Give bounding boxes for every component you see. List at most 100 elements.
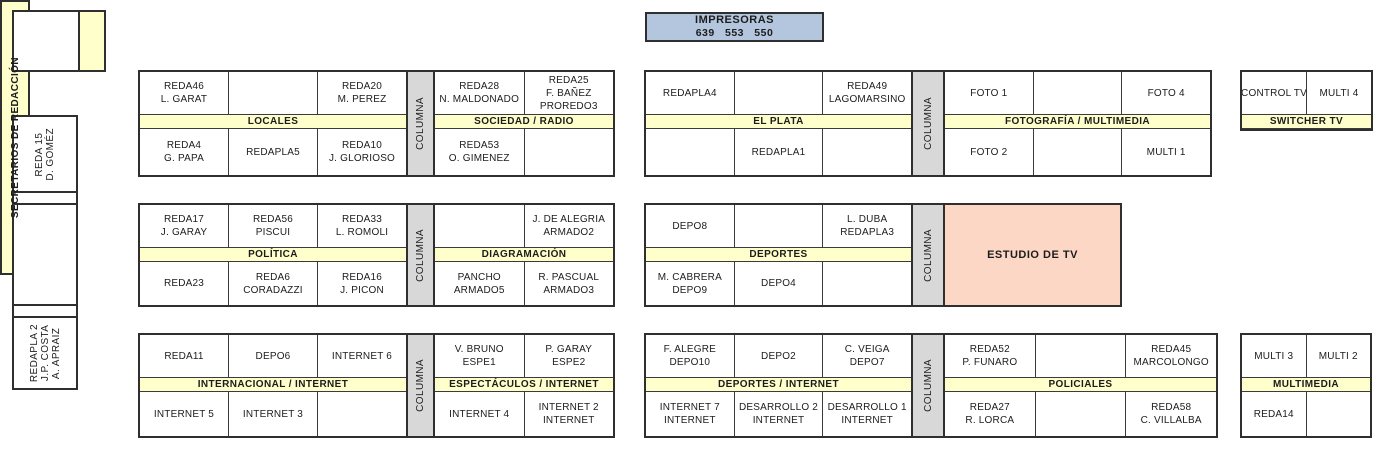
desk-cell: FOTO 2 (945, 129, 1033, 175)
desk-label-line: J. GARAY (160, 227, 208, 238)
desk-cell (228, 72, 317, 114)
desk-label-line: F. ALEGRE (663, 344, 717, 355)
desk-cell: MULTI 2 (1305, 335, 1371, 377)
desk-label-line: ARMADO3 (543, 284, 595, 296)
columna-pillar: COLUMNA (406, 70, 435, 177)
desk-label-line: DEPO8 (672, 220, 708, 232)
columna-pillar: COLUMNA (911, 203, 945, 307)
desk-label-line: REDA33 (341, 214, 383, 225)
desk-label-line: F. BAÑEZ (546, 87, 592, 99)
desk-row-bottom: REDAPLA1 (646, 129, 911, 175)
columna-pillar: COLUMNA (911, 333, 945, 438)
desk-cell (733, 205, 823, 247)
columna-label: COLUMNA (415, 97, 426, 150)
desk-label-line: REDA58 (1151, 402, 1192, 413)
columna-label: COLUMNA (415, 359, 426, 412)
desk-cell: REDA14 (1242, 392, 1306, 436)
desk-label-line: REDAPLA5 (246, 146, 300, 158)
desk-cell: REDA33 L. ROMOLI (317, 205, 406, 247)
desk-label-line: INTERNET (542, 415, 595, 426)
desk-label-line: REDA45 (1151, 344, 1192, 355)
desk-label-line: MARCOLONGO (1133, 357, 1209, 368)
desk-label-line: REDA49 (847, 81, 888, 92)
desk-cell (646, 129, 734, 175)
section-header-multimedia: MULTIMEDIA (1242, 377, 1370, 392)
desk-label-line: CONTROL TV (1242, 87, 1306, 99)
desk-label-line: FOTO 4 (1147, 87, 1185, 99)
empty-desk-slot (14, 304, 76, 316)
desk-label-line: DEPO2 (761, 350, 796, 362)
desk-label-line: REDA16 (341, 271, 383, 283)
desk-cell (822, 129, 911, 175)
desk-label-line: INTERNET 6 (331, 350, 393, 362)
desk-cell: INTERNET 4 (435, 392, 524, 436)
desk-label-line: REDA46 (163, 81, 205, 92)
desk-cell (1032, 72, 1122, 114)
desk-cell: DEPO6 (228, 335, 317, 377)
columna-label: COLUMNA (922, 97, 934, 150)
desk-label-line: REDA6 (255, 271, 291, 283)
desk-label-line: LAGOMARSINO (828, 94, 906, 105)
desk-cell: CONTROL TV (1242, 72, 1306, 114)
desk-label-line: L. ROMOLI (335, 227, 389, 238)
section-header-switcher_tv: SWITCHER TV (1242, 114, 1371, 129)
desk-label-line: PISCUI (255, 227, 291, 238)
desk-cell: REDA17 J. GARAY (140, 205, 228, 247)
desk-label-line: ESPE1 (462, 357, 496, 368)
desk-cell: REDA11 (140, 335, 228, 377)
desk-cell: DEPO2 (733, 335, 823, 377)
desk-reda15: REDA 15 D. GOMÉZ (14, 117, 76, 191)
desk-label-line: L. DUBA (847, 214, 888, 225)
corner-table-yellow-section (78, 12, 104, 70)
desk-label-line: INTERNET (664, 415, 716, 426)
desk-label-line: REDA28 (459, 81, 500, 92)
desk-label-line: O. GIMENEZ (448, 153, 510, 164)
desk-cell: REDAPLA1 (733, 129, 823, 175)
desk-label-line: REDA 15 (34, 132, 45, 176)
desk-label-line: DEPO9 (672, 284, 708, 296)
desk-label-line: A. APRAIZ (50, 327, 62, 379)
desk-label-line: D. GOMÉZ (45, 127, 56, 181)
desk-cell (822, 262, 911, 305)
desk-label-line: R. LORCA (965, 415, 1015, 426)
desk-label-line: REDA14 (1253, 408, 1294, 420)
desk-label-line: M. PEREZ (337, 94, 387, 105)
desk-cell (1034, 335, 1126, 377)
desk-label-line: G. PAPA (164, 153, 204, 164)
desk-label-line: REDA17 (163, 214, 205, 225)
section-header-sociedad_radio: SOCIEDAD / RADIO (435, 114, 613, 129)
desk-label-line: FOTO 2 (970, 146, 1008, 158)
desk-label-line: P. GARAY (545, 344, 593, 355)
section-header-deportes_internet: DEPORTES / INTERNET (646, 377, 911, 392)
columna-label: COLUMNA (922, 359, 934, 412)
columna-pillar: COLUMNA (406, 203, 435, 307)
